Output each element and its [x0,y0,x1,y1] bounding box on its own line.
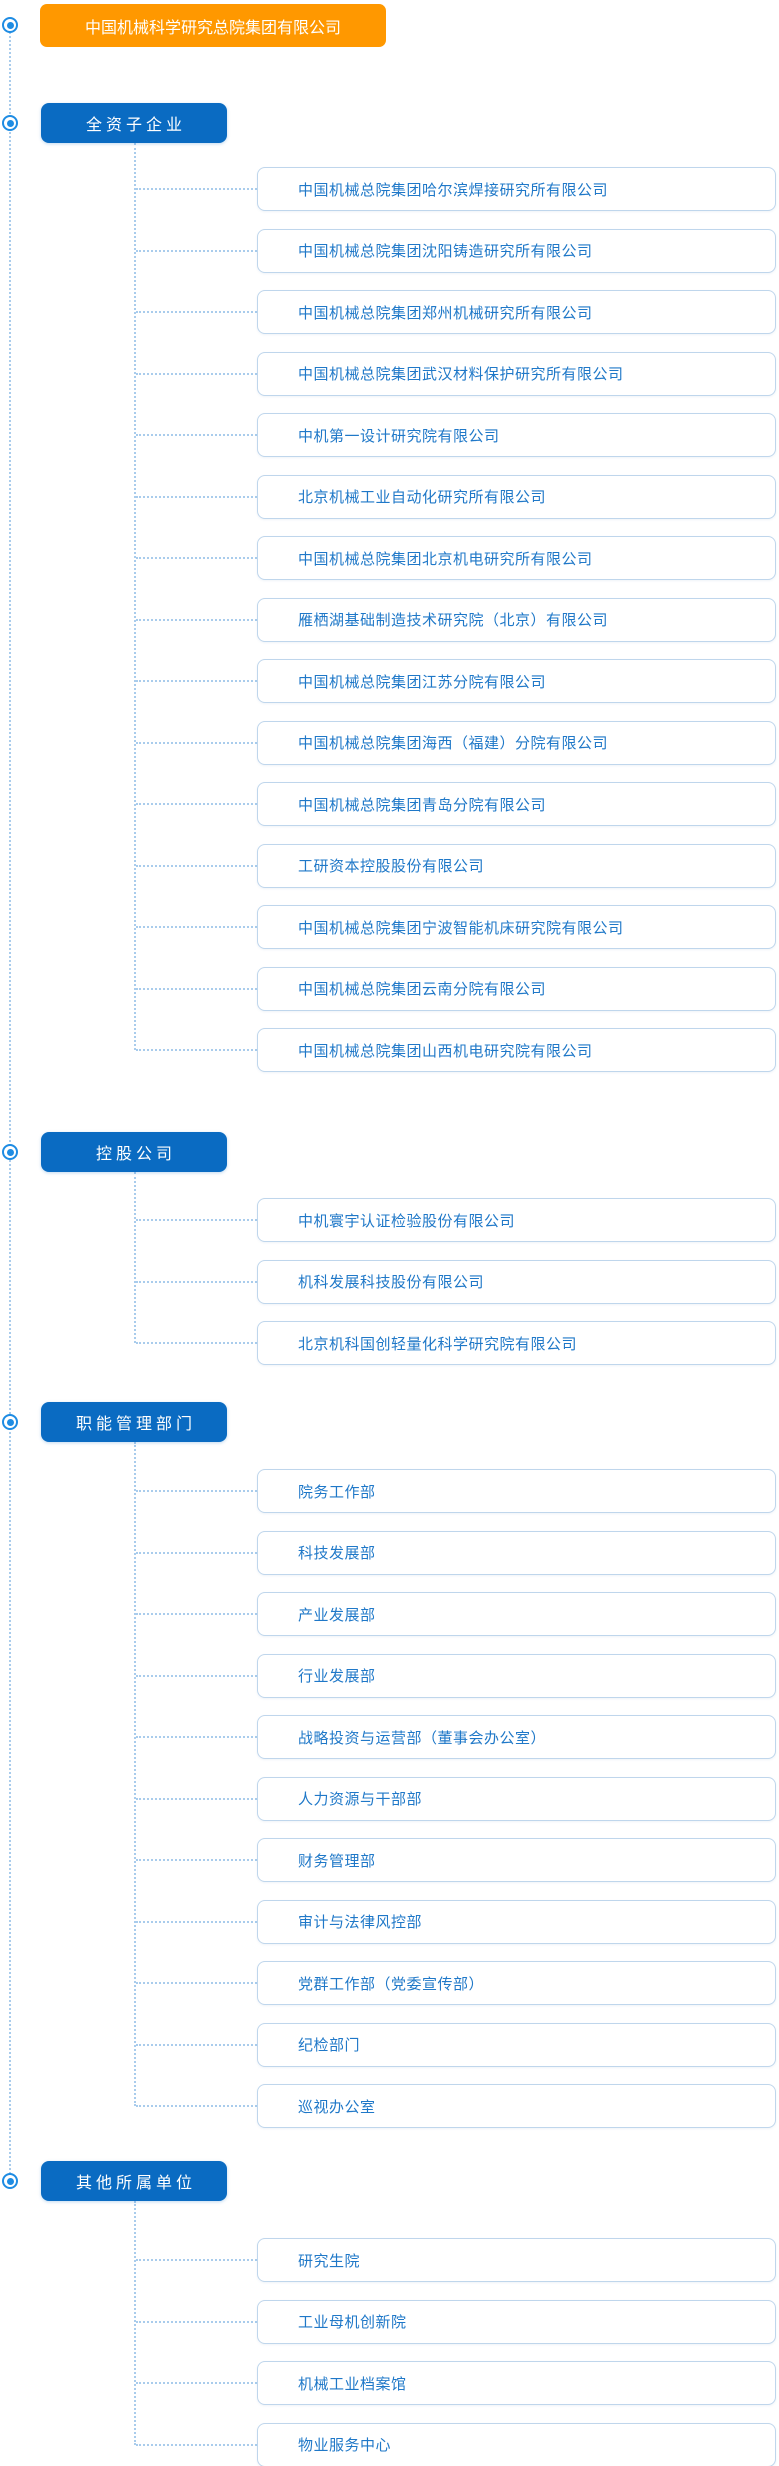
root-connector-line [9,25,11,2181]
bullet-dot [6,1418,14,1426]
org-item[interactable]: 研究生院 [257,2238,776,2282]
item-connector-line [136,557,257,559]
org-item[interactable]: 中国机械总院集团青岛分院有限公司 [257,782,776,826]
root-node: 中国机械科学研究总院集团有限公司 [40,4,386,47]
item-connector-line [136,2443,257,2446]
org-item[interactable]: 中国机械总院集团沈阳铸造研究所有限公司 [257,228,776,273]
org-item[interactable]: 中机第一设计研究院有限公司 [257,413,776,457]
org-item[interactable]: 院务工作部 [257,1469,776,1513]
section-header: 职能管理部门 [41,1402,227,1442]
section-connector-line [134,2201,136,2445]
org-item[interactable]: 行业发展部 [257,1653,776,1698]
org-item[interactable]: 北京机械工业自动化研究所有限公司 [257,474,776,519]
org-item[interactable]: 雁栖湖基础制造技术研究院（北京）有限公司 [257,597,776,642]
org-item[interactable]: 中国机械总院集团哈尔滨焊接研究所有限公司 [257,167,776,211]
item-connector-line [136,1797,257,1800]
item-connector-line [136,1280,257,1283]
item-connector-line [136,1613,257,1615]
org-item[interactable]: 中国机械总院集团郑州机械研究所有限公司 [257,290,776,334]
item-connector-line [136,1490,257,1492]
org-item[interactable]: 纪检部门 [257,2022,776,2067]
item-connector-line [136,188,257,190]
org-item[interactable]: 巡视办公室 [257,2084,776,2128]
bullet-dot [6,1148,14,1156]
item-connector-line [136,2259,257,2261]
item-connector-line [136,987,257,990]
org-item[interactable]: 机科发展科技股份有限公司 [257,1259,776,1304]
org-item[interactable]: 中机寰宇认证检验股份有限公司 [257,1198,776,1242]
org-item[interactable]: 中国机械总院集团宁波智能机床研究院有限公司 [257,905,776,949]
section-connector-line [134,1442,136,2106]
section-connector-line [134,1172,136,1343]
org-item[interactable]: 人力资源与干部部 [257,1776,776,1821]
item-connector-line [136,1920,257,1923]
item-connector-line [136,1982,257,1984]
item-connector-line [136,2382,257,2384]
org-item[interactable]: 党群工作部（党委宣传部） [257,1961,776,2005]
org-item[interactable]: 中国机械总院集团山西机电研究院有限公司 [257,1028,776,1072]
org-item[interactable]: 北京机科国创轻量化科学研究院有限公司 [257,1321,776,1365]
org-item[interactable]: 中国机械总院集团云南分院有限公司 [257,966,776,1011]
item-connector-line [136,1736,257,1738]
item-connector-line [136,680,257,682]
item-connector-line [136,926,257,928]
item-connector-line [136,1551,257,1554]
item-connector-line [136,249,257,252]
item-connector-line [136,2105,257,2107]
org-item[interactable]: 工业母机创新院 [257,2299,776,2344]
item-connector-line [136,618,257,621]
section-bullet-icon [2,1414,18,1430]
section-bullet-icon [2,115,18,131]
item-connector-line [136,2320,257,2323]
root-bullet-icon [2,17,18,33]
section-bullet-icon [2,2173,18,2189]
item-connector-line [136,434,257,436]
org-item[interactable]: 机械工业档案馆 [257,2361,776,2405]
section-bullet-icon [2,1144,18,1160]
item-connector-line [136,2043,257,2046]
org-item[interactable]: 审计与法律风控部 [257,1899,776,1944]
org-item[interactable]: 财务管理部 [257,1838,776,1882]
item-connector-line [136,803,257,805]
item-connector-line [136,741,257,744]
item-connector-line [136,864,257,867]
org-item[interactable]: 中国机械总院集团江苏分院有限公司 [257,659,776,703]
section-connector-line [134,143,136,1050]
bullet-dot [6,2177,14,2185]
item-connector-line [136,1342,257,1344]
item-connector-line [136,1674,257,1677]
item-connector-line [136,495,257,498]
bullet-dot [6,21,14,29]
org-item[interactable]: 产业发展部 [257,1592,776,1636]
item-connector-line [136,311,257,313]
org-item[interactable]: 物业服务中心 [257,2422,776,2466]
item-connector-line [136,1219,257,1221]
item-connector-line [136,1859,257,1861]
org-item[interactable]: 中国机械总院集团武汉材料保护研究所有限公司 [257,351,776,396]
org-item[interactable]: 战略投资与运营部（董事会办公室） [257,1715,776,1759]
section-header: 控股公司 [41,1132,227,1172]
org-item[interactable]: 工研资本控股股份有限公司 [257,843,776,888]
org-item[interactable]: 中国机械总院集团海西（福建）分院有限公司 [257,720,776,765]
section-header: 其他所属单位 [41,2161,227,2201]
item-connector-line [136,1049,257,1051]
bullet-dot [6,119,14,127]
org-item[interactable]: 科技发展部 [257,1530,776,1575]
item-connector-line [136,372,257,375]
org-item[interactable]: 中国机械总院集团北京机电研究所有限公司 [257,536,776,580]
section-header: 全资子企业 [41,103,227,143]
